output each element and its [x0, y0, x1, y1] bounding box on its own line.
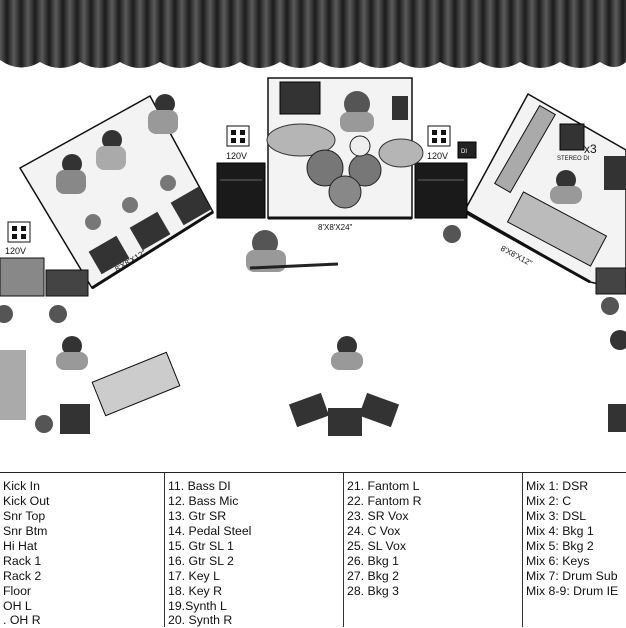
monitor-mix-item: Mix 5: Bkg 2	[526, 539, 594, 553]
power-outlet-icon	[226, 125, 250, 147]
input-item: Floor	[3, 584, 32, 598]
monitor-mix-item: Mix 1: DSR	[526, 479, 589, 493]
stage-curtain	[0, 0, 626, 72]
monitor-mix-item: Mix 8-9: Drum IE	[526, 584, 619, 598]
power-label-center-right: 120V	[427, 151, 448, 161]
input-item: 24. C Vox	[347, 524, 401, 538]
downstage-left	[0, 305, 181, 434]
stereo-di-label: STEREO DI	[557, 156, 590, 162]
input-item: Rack 2	[3, 569, 42, 583]
input-list-col-1: Kick In Kick Out Snr Top Snr Btm Hi Hat …	[0, 473, 164, 627]
amp-stack-left-icon	[0, 257, 89, 297]
power-outlet-icon	[7, 221, 31, 243]
input-item: 19.Synth L	[168, 599, 227, 613]
input-item: 11. Bass DI	[168, 479, 231, 493]
keyboards-right	[494, 104, 626, 267]
bass-player-figure	[246, 225, 461, 272]
downstage-center	[288, 336, 400, 436]
power-outlet-icon	[427, 125, 451, 147]
vocalists-left	[56, 94, 212, 275]
stereo-di-count: x3	[584, 142, 597, 156]
guitar-amp-icon	[414, 162, 468, 219]
di-label: DI	[461, 149, 467, 155]
input-item: 26. Bkg 1	[347, 554, 399, 568]
di-box-icon	[457, 141, 477, 159]
input-list-col-2: 11. Bass DI 12. Bass Mic 13. Gtr SR 14. …	[164, 473, 344, 627]
stage-plot: 8'X8'X12" 8'X8'X24" 8'X8'X12" 120V 120V …	[0, 0, 626, 436]
input-item: 15. Gtr SL 1	[168, 539, 234, 553]
input-item: Snr Btm	[3, 524, 48, 538]
input-item: 16. Gtr SL 2	[168, 554, 234, 568]
input-item: 22. Fantom R	[347, 494, 422, 508]
input-item: 23. SR Vox	[347, 509, 409, 523]
input-item: 20. Synth R	[168, 613, 233, 627]
input-item: 25. SL Vox	[347, 539, 407, 553]
riser-left	[18, 94, 214, 290]
input-item: Kick Out	[3, 494, 50, 508]
drummer-figure	[340, 91, 374, 132]
input-item: OH L	[3, 599, 32, 613]
input-item: Snr Top	[3, 509, 46, 523]
input-item: 13. Gtr SR	[168, 509, 227, 523]
input-list: Kick In Kick Out Snr Top Snr Btm Hi Hat …	[0, 472, 626, 627]
drum-kit-icon	[266, 81, 424, 209]
input-item: 17. Key L	[168, 569, 220, 583]
power-label-left: 120V	[5, 246, 26, 256]
monitor-mix-item: Mix 6: Keys	[526, 554, 590, 568]
monitor-mix-item: Mix 2: C	[526, 494, 572, 508]
input-item: Kick In	[3, 479, 40, 493]
input-item: 14. Pedal Steel	[168, 524, 252, 538]
input-list-col-3: 21. Fantom L 22. Fantom R 23. SR Vox 24.…	[343, 473, 523, 627]
downstage-right	[601, 297, 626, 432]
input-item: . OH R	[3, 613, 41, 627]
amp-right-icon	[595, 267, 626, 295]
monitor-mix-item: Mix 3: DSL	[526, 509, 587, 523]
input-item: 27. Bkg 2	[347, 569, 399, 583]
input-item: 28. Bkg 3	[347, 584, 399, 598]
input-item: Rack 1	[3, 554, 42, 568]
monitor-mix-item: Mix 4: Bkg 1	[526, 524, 594, 538]
bass-amp-icon	[216, 162, 266, 219]
input-item: 12. Bass Mic	[168, 494, 239, 508]
input-item: 18. Key R	[168, 584, 222, 598]
input-item: 21. Fantom L	[347, 479, 420, 493]
riser-center-label: 8'X8'X24"	[318, 223, 353, 232]
input-list-col-4: Mix 1: DSR Mix 2: C Mix 3: DSL Mix 4: Bk…	[522, 473, 626, 627]
input-item: Hi Hat	[3, 539, 38, 553]
stereo-di-icon	[559, 123, 585, 151]
power-label-center-left: 120V	[226, 151, 247, 161]
monitor-mix-item: Mix 7: Drum Sub	[526, 569, 618, 583]
